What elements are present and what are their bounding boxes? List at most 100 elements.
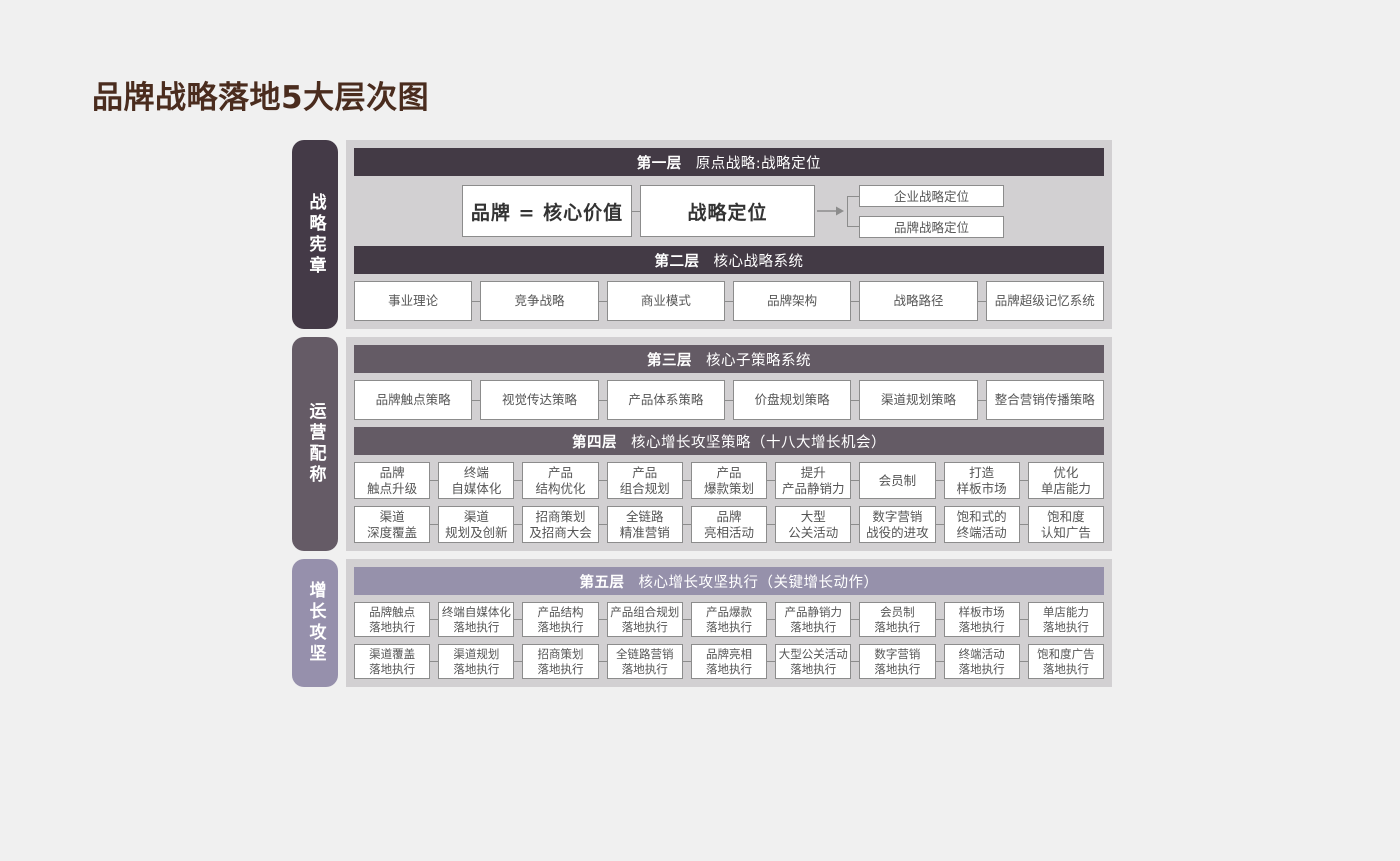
layer4-row-1-item[interactable]: 提升产品静销力 [775, 462, 852, 499]
layer5-row-1-item[interactable]: 会员制落地执行 [859, 602, 936, 637]
layer2-row-item[interactable]: 品牌超级记忆系统 [985, 281, 1104, 321]
connector [1019, 506, 1028, 543]
layer2-row-item[interactable]: 事业理论 [354, 281, 473, 321]
layer4-row-2-item[interactable]: 招商策划及招商大会 [522, 506, 599, 543]
band-tab-operations-alignment[interactable]: 运营配称 [292, 337, 338, 551]
connector [514, 462, 523, 499]
layer4-name: 核心增长攻坚策略（十八大增长机会） [631, 434, 886, 451]
layer2-row: 事业理论竞争战略商业模式品牌架构战略路径品牌超级记忆系统 [354, 281, 1104, 321]
band-operations-alignment: 运营配称 第三层 核心子策略系统 品牌触点策略视觉传达策略产品体系策略价盘规划策… [292, 337, 1112, 551]
connector [430, 506, 439, 543]
layer5-row-2-item[interactable]: 品牌亮相落地执行 [690, 644, 768, 679]
band-tab-strategy-charter[interactable]: 战略宪章 [292, 140, 338, 329]
layer3-row-item[interactable]: 渠道规划策略 [859, 380, 978, 420]
layer4-row-1-item[interactable]: 打造样板市场 [943, 462, 1020, 499]
layer4-row-2-item[interactable]: 渠道深度覆盖 [354, 506, 431, 543]
layer4-row-1-item[interactable]: 产品结构优化 [522, 462, 599, 499]
layer5-row-2-item[interactable]: 数字营销落地执行 [859, 644, 936, 679]
layer1-sub-enterprise-positioning[interactable]: 企业战略定位 [859, 184, 1004, 207]
connector [430, 602, 439, 637]
connector [1019, 644, 1028, 679]
connector [767, 506, 776, 543]
layer5-row-2-item[interactable]: 渠道规划落地执行 [438, 644, 515, 679]
layer4-row-2: 渠道深度覆盖渠道规划及创新招商策划及招商大会全链路精准营销品牌亮相活动大型公关活… [354, 506, 1104, 543]
band-tab-growth-breakthrough[interactable]: 增长攻坚 [292, 559, 338, 687]
layer3-row-item[interactable]: 整合营销传播策略 [985, 380, 1104, 420]
layer4-row-2-item[interactable]: 饱和式的终端活动 [943, 506, 1020, 543]
connector [598, 462, 607, 499]
connector [851, 281, 860, 321]
layer3-row-item[interactable]: 品牌触点策略 [354, 380, 473, 420]
layer5-row-1-item[interactable]: 产品组合规划落地执行 [606, 602, 683, 637]
connector [430, 644, 439, 679]
layer2-header: 第二层 核心战略系统 [354, 246, 1104, 274]
layer1-box-brand-core-value[interactable]: 品牌 = 核心价值 [462, 185, 632, 237]
connector [472, 380, 481, 420]
connector [977, 281, 986, 321]
connector [935, 602, 944, 637]
layer5-row-1-item[interactable]: 终端自媒体化落地执行 [438, 602, 515, 637]
connector [682, 644, 691, 679]
layer1-box-strategic-positioning[interactable]: 战略定位 [640, 185, 815, 237]
strategy-diagram: 战略宪章 第一层 原点战略:战略定位 品牌 = 核心价值 战略定位 [292, 140, 1112, 695]
layer4-row-2-item[interactable]: 渠道规划及创新 [438, 506, 515, 543]
layer4-row-1-item[interactable]: 优化单店能力 [1027, 462, 1104, 499]
layer5-row-2-item[interactable]: 招商策划落地执行 [522, 644, 599, 679]
layer4-row-2-item[interactable]: 品牌亮相活动 [690, 506, 768, 543]
layer4-row-1-item[interactable]: 终端自媒体化 [438, 462, 515, 499]
layer1-name: 原点战略:战略定位 [695, 155, 822, 172]
layer5-row-1-item[interactable]: 样板市场落地执行 [943, 602, 1020, 637]
connector [514, 602, 523, 637]
connector [682, 602, 691, 637]
layer5-row-1-item[interactable]: 产品静销力落地执行 [775, 602, 852, 637]
band-tab-label: 增长攻坚 [305, 581, 326, 665]
connector [598, 644, 607, 679]
layer5-row-1-item[interactable]: 单店能力落地执行 [1027, 602, 1104, 637]
layer3-row-item[interactable]: 价盘规划策略 [732, 380, 852, 420]
layer2-name: 核心战略系统 [713, 253, 804, 270]
band-panel-growth-breakthrough: 第五层 核心增长攻坚执行（关键增长动作） 品牌触点落地执行终端自媒体化落地执行产… [346, 559, 1112, 687]
layer3-row-item[interactable]: 视觉传达策略 [480, 380, 599, 420]
layer4-row-2-item[interactable]: 饱和度认知广告 [1027, 506, 1104, 543]
layer3-level: 第三层 [647, 352, 692, 369]
band-panel-strategy-charter: 第一层 原点战略:战略定位 品牌 = 核心价值 战略定位 [346, 140, 1112, 329]
layer5-row-2-item[interactable]: 渠道覆盖落地执行 [354, 644, 431, 679]
connector [724, 380, 733, 420]
connector [598, 380, 607, 420]
layer4-row-1-item[interactable]: 产品爆款策划 [690, 462, 768, 499]
layer5-row-1-item[interactable]: 产品结构落地执行 [522, 602, 599, 637]
layer5-row-2-item[interactable]: 饱和度广告落地执行 [1027, 644, 1104, 679]
layer4-row-2-item[interactable]: 大型公关活动 [775, 506, 852, 543]
layer5-row-2-item[interactable]: 全链路营销落地执行 [606, 644, 683, 679]
connector [514, 644, 523, 679]
connector [682, 506, 691, 543]
layer1-sub-boxes: 企业战略定位 品牌战略定位 [859, 184, 1004, 238]
connector [632, 210, 640, 212]
layer1-sub-brand-positioning[interactable]: 品牌战略定位 [859, 215, 1004, 238]
connector [767, 462, 776, 499]
layer5-row-1-item[interactable]: 产品爆款落地执行 [690, 602, 768, 637]
layer1-header: 第一层 原点战略:战略定位 [354, 148, 1104, 176]
layer2-row-item[interactable]: 战略路径 [859, 281, 978, 321]
layer2-row-item[interactable]: 竞争战略 [480, 281, 599, 321]
connector [935, 506, 944, 543]
layer3-header: 第三层 核心子策略系统 [354, 345, 1104, 373]
layer3-row-item[interactable]: 产品体系策略 [606, 380, 725, 420]
layer4-row-2-item[interactable]: 全链路精准营销 [606, 506, 683, 543]
layer5-row-1-item[interactable]: 品牌触点落地执行 [354, 602, 431, 637]
layer4-row-1-item[interactable]: 产品组合规划 [606, 462, 683, 499]
layer5-row-2-item[interactable]: 大型公关活动落地执行 [775, 644, 852, 679]
layer2-row-item[interactable]: 商业模式 [606, 281, 725, 321]
connector [1019, 602, 1028, 637]
connector [851, 380, 860, 420]
connector [514, 506, 523, 543]
layer5-name: 核心增长攻坚执行（关键增长动作） [638, 574, 879, 591]
layer5-row-2-item[interactable]: 终端活动落地执行 [943, 644, 1020, 679]
connector [977, 380, 986, 420]
layer2-row-item[interactable]: 品牌架构 [732, 281, 852, 321]
connector [767, 644, 776, 679]
connector [724, 281, 733, 321]
layer4-row-1-item[interactable]: 品牌触点升级 [354, 462, 431, 499]
layer4-row-1-item[interactable]: 会员制 [859, 462, 936, 499]
layer4-row-2-item[interactable]: 数字营销战役的进攻 [859, 506, 936, 543]
